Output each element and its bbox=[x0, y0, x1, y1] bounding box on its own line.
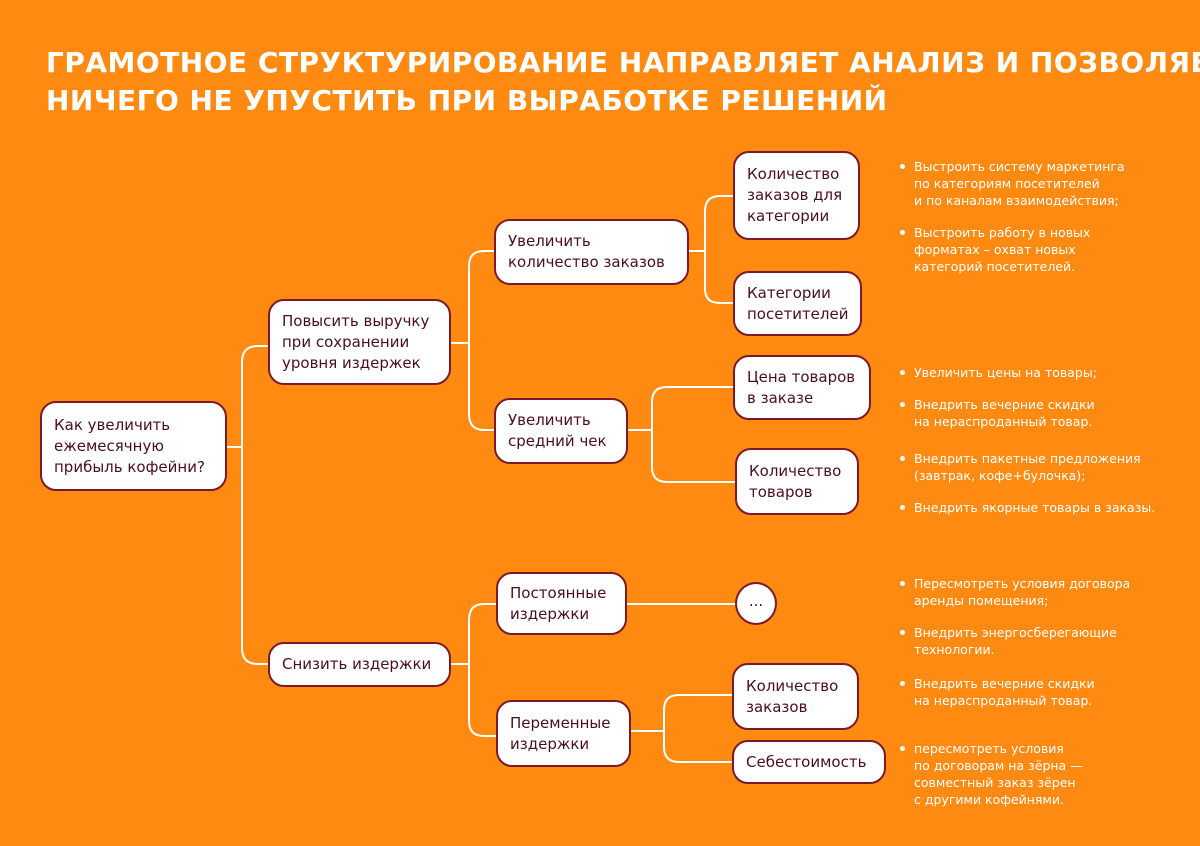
note-item: Увеличить цены на товары; bbox=[900, 364, 1190, 381]
note-item: Пересмотреть условия договора аренды пом… bbox=[900, 575, 1190, 609]
connector-orders bbox=[687, 195, 734, 304]
increase-avg-check-node: Увеличить средний чек bbox=[494, 398, 628, 464]
increase-orders-node: Увеличить количество заказов bbox=[494, 219, 689, 285]
cost-price-node: Себестоимость bbox=[732, 740, 886, 784]
notes-item-price: Увеличить цены на товары; Внедрить вечер… bbox=[900, 364, 1190, 445]
reduce-costs-node: Снизить издержки bbox=[268, 642, 451, 687]
visitor-categories-node: Категории посетителей bbox=[733, 271, 862, 336]
note-item: Выстроить работу в новых форматах – охва… bbox=[900, 224, 1190, 275]
title-line-2: НИЧЕГО НЕ УПУСТИТЬ ПРИ ВЫРАБОТКЕ РЕШЕНИЙ bbox=[46, 84, 888, 117]
var-orders-count-node: Количество заказов bbox=[732, 663, 859, 730]
note-item: Внедрить вечерние скидки на нераспроданн… bbox=[900, 396, 1190, 430]
item-price-node: Цена товаров в заказе bbox=[733, 355, 871, 420]
notes-var-orders-count: Внедрить вечерние скидки на нераспроданн… bbox=[900, 675, 1190, 724]
connector-variable bbox=[629, 694, 733, 763]
notes-fixed-costs: Пересмотреть условия договора аренды пом… bbox=[900, 575, 1190, 673]
note-item: Выстроить систему маркетинга по категори… bbox=[900, 158, 1190, 209]
increase-revenue-node: Повысить выручку при сохранении уровня и… bbox=[268, 299, 451, 385]
note-item: Внедрить якорные товары в заказы. bbox=[900, 499, 1190, 516]
fixed-costs-more-node: ... bbox=[735, 582, 777, 625]
connector-avgcheck bbox=[627, 386, 736, 483]
note-item: Внедрить энергосберегающие технологии. bbox=[900, 624, 1190, 658]
root-question-node: Как увеличить ежемесячную прибыль кофейн… bbox=[40, 401, 227, 491]
connector-root bbox=[225, 345, 269, 665]
connector-costs bbox=[449, 603, 497, 737]
notes-items-count: Внедрить пакетные предложения (завтрак, … bbox=[900, 450, 1190, 531]
fixed-costs-node: Постоянные издержки bbox=[496, 572, 627, 635]
orders-per-category-node: Количество заказов для категории bbox=[733, 151, 860, 240]
items-count-node: Количество товаров bbox=[735, 448, 859, 515]
note-item: пересмотреть условия по договорам на зёр… bbox=[900, 740, 1190, 808]
variable-costs-node: Переменные издержки bbox=[496, 700, 631, 767]
connector-revenue bbox=[449, 250, 495, 431]
note-item: Внедрить вечерние скидки на нераспроданн… bbox=[900, 675, 1190, 709]
page-title: ГРАМОТНОЕ СТРУКТУРИРОВАНИЕ НАПРАВЛЯЕТ АН… bbox=[46, 44, 1200, 120]
notes-cost-price: пересмотреть условия по договорам на зёр… bbox=[900, 740, 1190, 823]
notes-orders-per-category: Выстроить систему маркетинга по категори… bbox=[900, 158, 1190, 290]
note-item: Внедрить пакетные предложения (завтрак, … bbox=[900, 450, 1190, 484]
title-line-1: ГРАМОТНОЕ СТРУКТУРИРОВАНИЕ НАПРАВЛЯЕТ АН… bbox=[46, 46, 1200, 79]
